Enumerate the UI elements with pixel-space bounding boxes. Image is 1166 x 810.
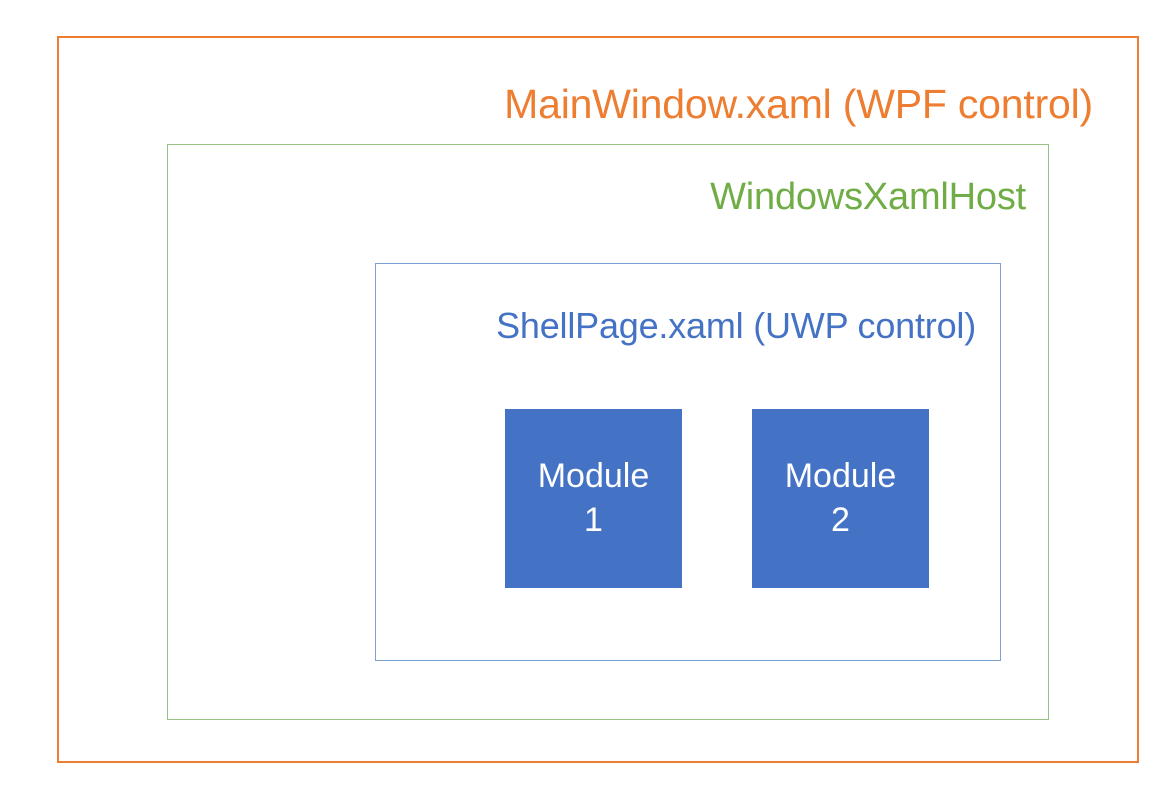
mainwindow-container: MainWindow.xaml (WPF control) WindowsXam… xyxy=(57,36,1139,763)
module-2-line2: 2 xyxy=(831,500,850,539)
module-box-2: Module 2 xyxy=(752,409,929,588)
module-2-line1: Module xyxy=(784,456,897,495)
shellpage-label: ShellPage.xaml (UWP control) xyxy=(496,305,976,346)
module-2-text: Module 2 xyxy=(785,455,897,542)
module-1-line2: 1 xyxy=(584,500,603,539)
mainwindow-label: MainWindow.xaml (WPF control) xyxy=(504,81,1093,127)
module-box-1: Module 1 xyxy=(505,409,682,588)
shellpage-container: ShellPage.xaml (UWP control) Module 1 Mo… xyxy=(375,263,1001,661)
module-1-line1: Module xyxy=(537,456,650,495)
windowsxamlhost-container: WindowsXamlHost ShellPage.xaml (UWP cont… xyxy=(167,144,1049,720)
windowsxamlhost-label: WindowsXamlHost xyxy=(710,176,1026,218)
module-1-text: Module 1 xyxy=(538,455,650,542)
